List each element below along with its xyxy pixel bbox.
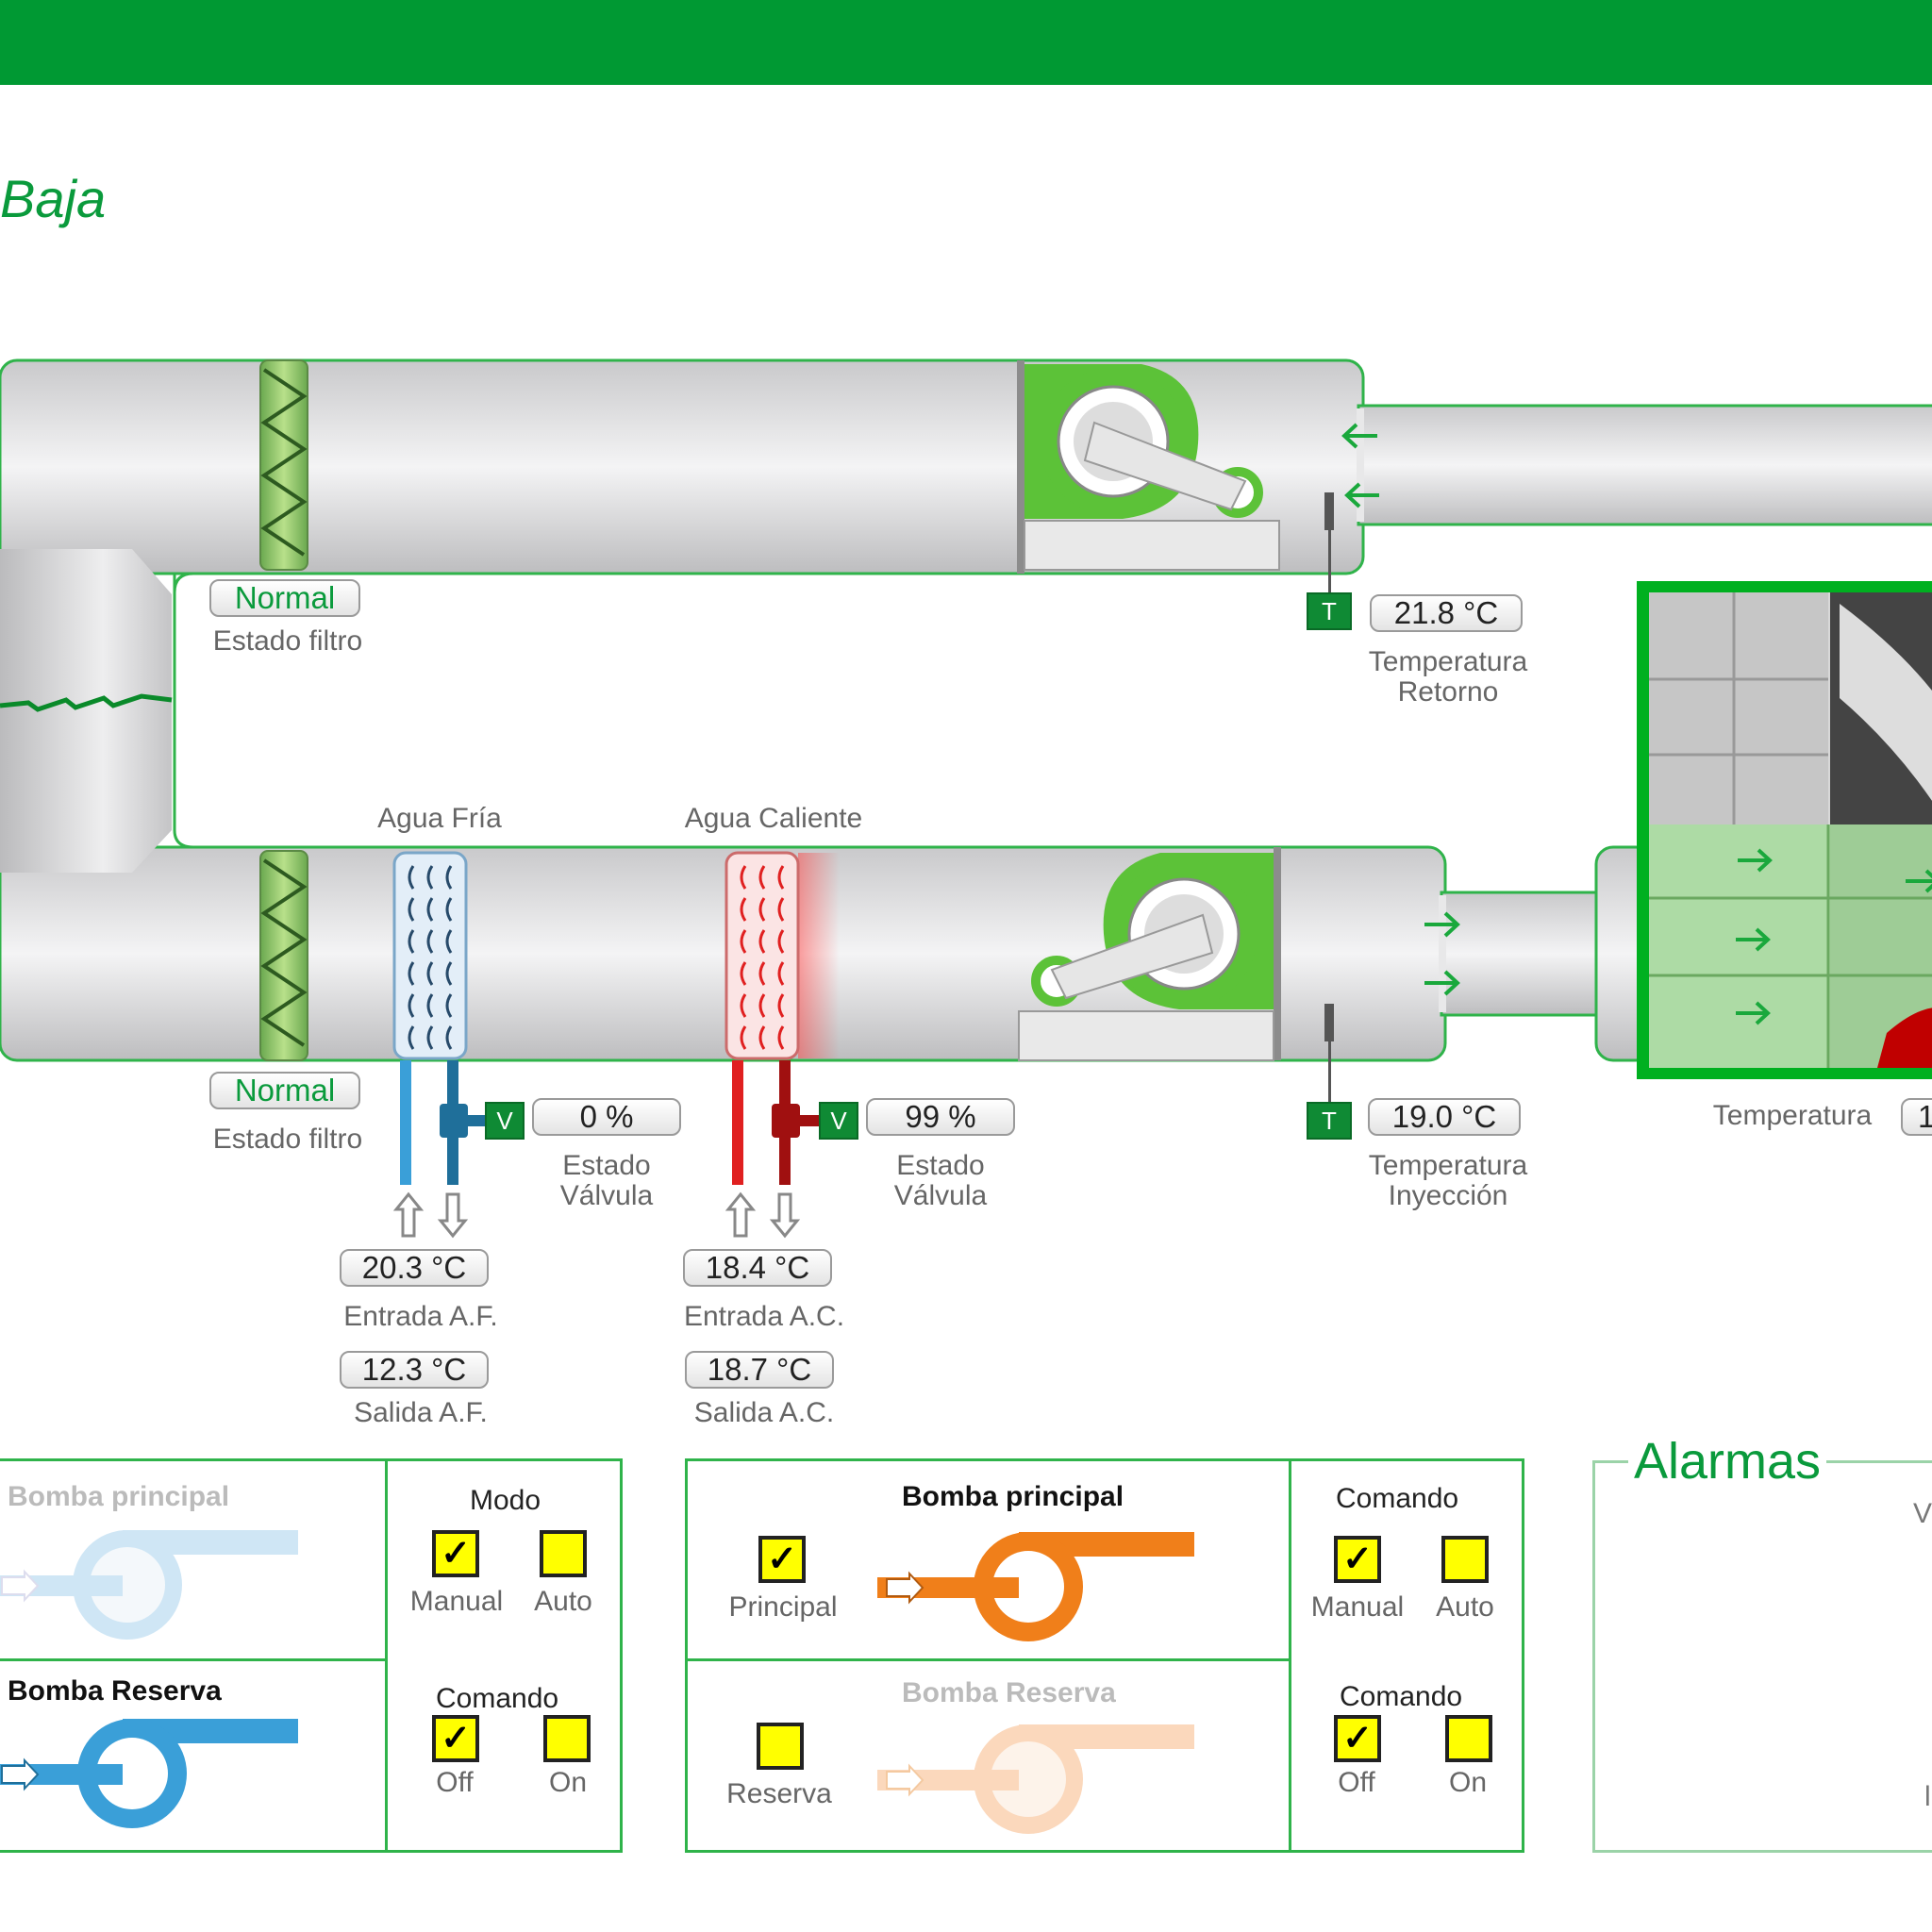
cold-command-on-label: On [548, 1767, 588, 1798]
damper-blade [0, 693, 173, 712]
cold-valve-value: 0 % [532, 1098, 681, 1136]
hot-reserve-pump-icon[interactable] [877, 1715, 1198, 1838]
room-temp-label: Temperatura [1712, 1100, 1873, 1131]
cold-water-title: Agua Fría [377, 803, 502, 834]
supply-duct [0, 845, 1655, 1062]
alarms-title: Alarmas [1628, 1432, 1827, 1491]
cold-mode-auto-label: Auto [534, 1586, 592, 1617]
cold-command-title: Comando [436, 1683, 559, 1714]
hot-valve-icon[interactable]: V [819, 1102, 858, 1140]
hot-water-title: Agua Caliente [684, 803, 863, 834]
hot-command-on-checkbox[interactable] [1445, 1715, 1492, 1762]
supply-fan-graphic [1018, 847, 1281, 1061]
filter-top-graphic [259, 359, 308, 571]
cold-main-pump-icon[interactable] [0, 1519, 302, 1641]
hot-command-manual-checkbox[interactable]: ✓ [1334, 1536, 1381, 1583]
hot-command2-title: Comando [1340, 1681, 1463, 1712]
hot-water-pipes [732, 1060, 819, 1185]
hot-pump-panel [685, 1458, 1524, 1853]
return-temp-label: Temperatura Retorno [1368, 646, 1528, 708]
cold-inlet-label: Entrada A.F. [343, 1301, 498, 1332]
cold-main-pump-label: Bomba principal [8, 1481, 230, 1512]
mixing-damper [0, 549, 172, 873]
supply-temp-value: 19.0 °C [1368, 1098, 1521, 1136]
hot-command-off-label: Off [1338, 1767, 1375, 1798]
cold-inlet-value: 20.3 °C [340, 1249, 489, 1287]
cold-command-off-label: Off [436, 1767, 474, 1798]
supply-sensor-stem [1324, 1004, 1334, 1041]
return-fan-graphic [1017, 360, 1280, 574]
room-image [1637, 581, 1932, 1079]
hot-command-title: Comando [1336, 1483, 1459, 1514]
airflow-arrows [1341, 423, 1460, 996]
hot-command-manual-label: Manual [1310, 1591, 1405, 1623]
hot-principal-checkbox[interactable]: ✓ [758, 1536, 806, 1583]
cold-mode-manual-label: Manual [409, 1586, 504, 1617]
cold-mode-title: Modo [470, 1485, 541, 1516]
alarms-edge-text-2: l [1924, 1781, 1931, 1812]
supply-temp-sensor-icon[interactable]: T [1307, 1102, 1352, 1140]
room-temp-value: 1 [1901, 1098, 1932, 1136]
hot-command-auto-checkbox[interactable] [1441, 1536, 1489, 1583]
cold-mode-manual-checkbox[interactable]: ✓ [432, 1530, 479, 1577]
return-temp-value: 21.8 °C [1370, 594, 1523, 632]
hot-outlet-value: 18.7 °C [685, 1351, 834, 1389]
cold-command-off-checkbox[interactable]: ✓ [432, 1715, 479, 1762]
filter-bottom-label: Estado filtro [212, 1124, 363, 1155]
alarms-panel [1592, 1460, 1932, 1853]
cold-command-on-checkbox[interactable] [543, 1715, 591, 1762]
hot-inlet-label: Entrada A.C. [683, 1301, 845, 1332]
hot-command-auto-label: Auto [1436, 1591, 1494, 1623]
header-bar [0, 0, 1932, 85]
water-flow-arrows [392, 1191, 801, 1239]
hot-outlet-label: Salida A.C. [693, 1397, 835, 1428]
hot-reserva-label: Reserva [726, 1778, 832, 1809]
hot-reserva-checkbox[interactable] [757, 1723, 804, 1770]
cold-reserve-pump-label: Bomba Reserva [8, 1675, 222, 1707]
hot-main-pump-icon[interactable] [877, 1523, 1198, 1645]
hot-inlet-value: 18.4 °C [683, 1249, 832, 1287]
hot-principal-label: Principal [728, 1591, 838, 1623]
hot-main-pump-label: Bomba principal [902, 1481, 1124, 1512]
filter-top-status: Normal [209, 579, 360, 617]
cold-reserve-pump-icon[interactable] [0, 1711, 302, 1834]
cold-water-pipes [400, 1060, 487, 1185]
hot-reserve-pump-label: Bomba Reserva [902, 1677, 1116, 1708]
hot-coil-graphic [724, 851, 840, 1060]
hot-valve-value: 99 % [866, 1098, 1015, 1136]
return-temp-sensor-icon[interactable]: T [1307, 592, 1352, 630]
cold-outlet-value: 12.3 °C [340, 1351, 489, 1389]
filter-bottom-status: Normal [209, 1072, 360, 1109]
cold-valve-label: Estado Válvula [559, 1150, 654, 1211]
cold-valve-icon[interactable]: V [485, 1102, 525, 1140]
cold-outlet-label: Salida A.F. [354, 1397, 488, 1428]
cold-coil-graphic [392, 851, 468, 1060]
filter-bottom-graphic [259, 850, 308, 1061]
filter-top-label: Estado filtro [212, 625, 363, 657]
page-title: Baja [0, 169, 107, 228]
cold-mode-auto-checkbox[interactable] [540, 1530, 587, 1577]
return-sensor-stem [1324, 492, 1334, 530]
hot-valve-label: Estado Válvula [893, 1150, 988, 1211]
alarms-edge-text: V [1913, 1498, 1932, 1529]
hot-command-off-checkbox[interactable]: ✓ [1334, 1715, 1381, 1762]
hot-command-on-label: On [1448, 1767, 1488, 1798]
supply-temp-label: Temperatura Inyección [1368, 1150, 1528, 1211]
